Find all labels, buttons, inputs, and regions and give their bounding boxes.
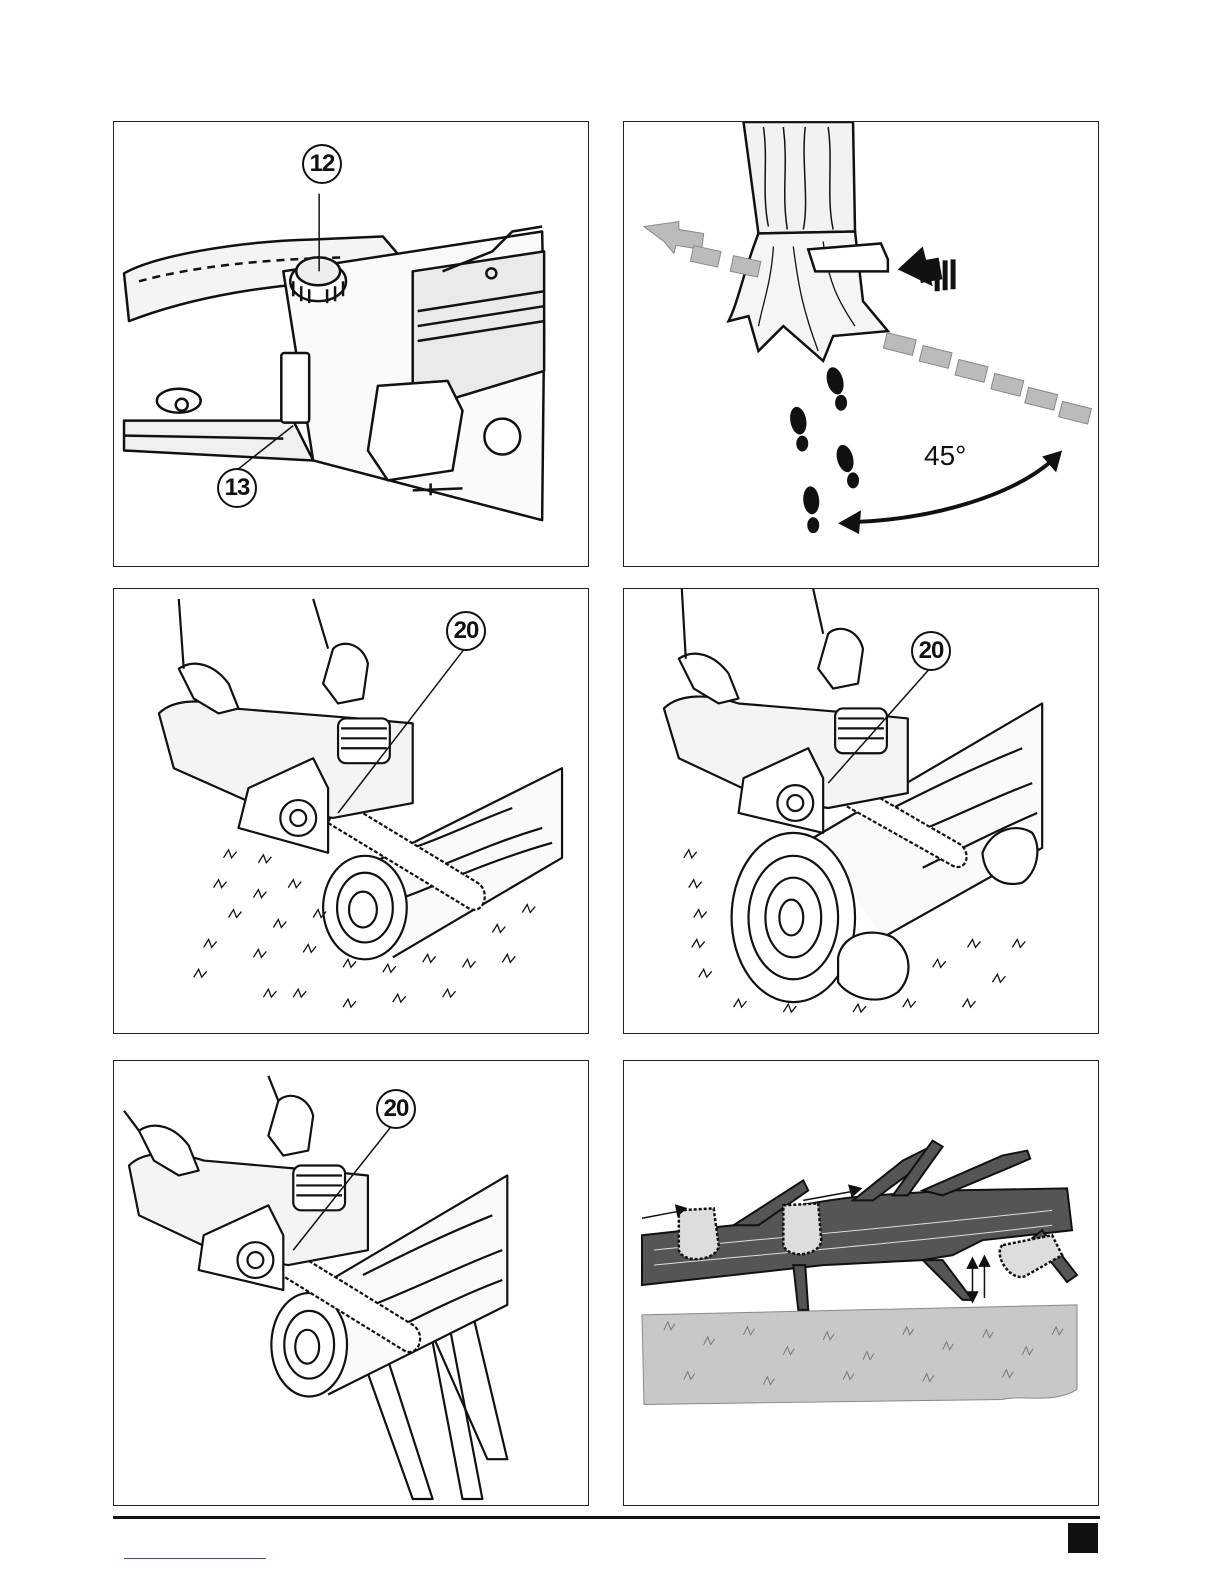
log-sawhorse-cut-illustration bbox=[114, 1061, 588, 1505]
angle-45-label: 45° bbox=[924, 440, 966, 472]
log-supported-cut-illustration bbox=[624, 589, 1098, 1033]
figure-cut-supported-log: 20 bbox=[623, 588, 1099, 1034]
callout-20: 20 bbox=[446, 611, 486, 651]
figure-limbing-branches bbox=[623, 1060, 1099, 1506]
figure-chain-tension: 12 13 bbox=[113, 121, 589, 567]
callout-20: 20 bbox=[376, 1089, 416, 1129]
footer-rule bbox=[113, 1516, 1100, 1519]
log-ground-cut-illustration bbox=[114, 589, 588, 1033]
callout-13: 13 bbox=[217, 468, 257, 508]
chainsaw-top-view-illustration bbox=[114, 122, 588, 566]
footer-link-underline bbox=[124, 1558, 266, 1559]
page-marker-square bbox=[1068, 1523, 1098, 1553]
limbing-illustration bbox=[624, 1061, 1098, 1505]
figure-felling-direction: 45° bbox=[623, 121, 1099, 567]
callout-12: 12 bbox=[302, 144, 342, 184]
figure-cut-on-ground: 20 bbox=[113, 588, 589, 1034]
figure-cut-on-sawhorse: 20 bbox=[113, 1060, 589, 1506]
tree-felling-illustration bbox=[624, 122, 1098, 566]
callout-20: 20 bbox=[911, 631, 951, 671]
